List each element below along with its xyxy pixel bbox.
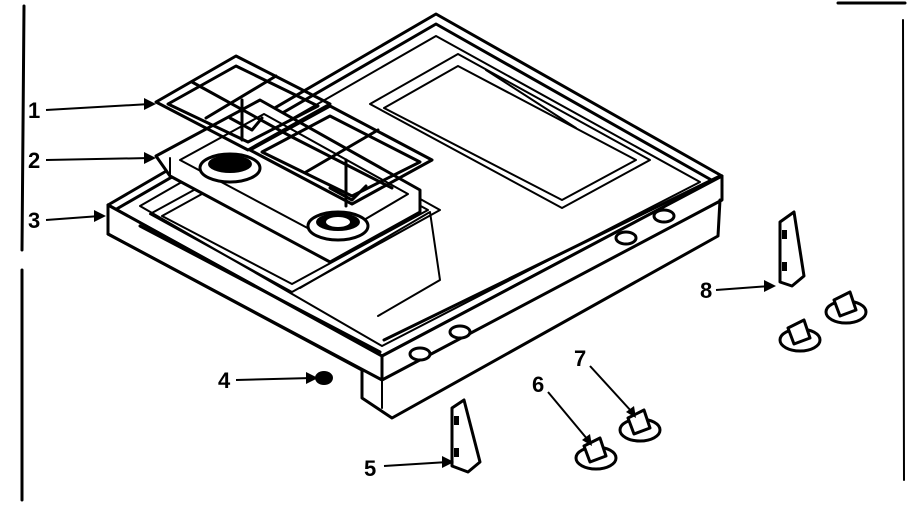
callout-2: 2	[28, 148, 40, 173]
bracket-right	[778, 210, 806, 288]
scan-border-marks	[20, 1, 907, 502]
knob-extra-2	[824, 290, 868, 325]
knob-extra-1	[778, 318, 822, 353]
callout-4: 4	[218, 368, 231, 393]
knob-part-6	[574, 436, 618, 471]
knob-part-7	[618, 408, 662, 443]
burner-grate-left	[154, 54, 332, 152]
callout-6: 6	[532, 372, 544, 397]
callout-7: 7	[574, 346, 586, 371]
burner-drip-pan	[154, 98, 422, 264]
burner-grate-right	[248, 104, 434, 208]
callout-1: 1	[28, 98, 40, 123]
bracket-left	[450, 398, 482, 474]
plug-button	[315, 371, 333, 385]
callout-3: 3	[28, 208, 40, 233]
leader-lines	[45, 98, 776, 468]
cooktop-panel	[106, 12, 724, 420]
callout-5: 5	[364, 456, 376, 481]
callout-8: 8	[700, 278, 712, 303]
